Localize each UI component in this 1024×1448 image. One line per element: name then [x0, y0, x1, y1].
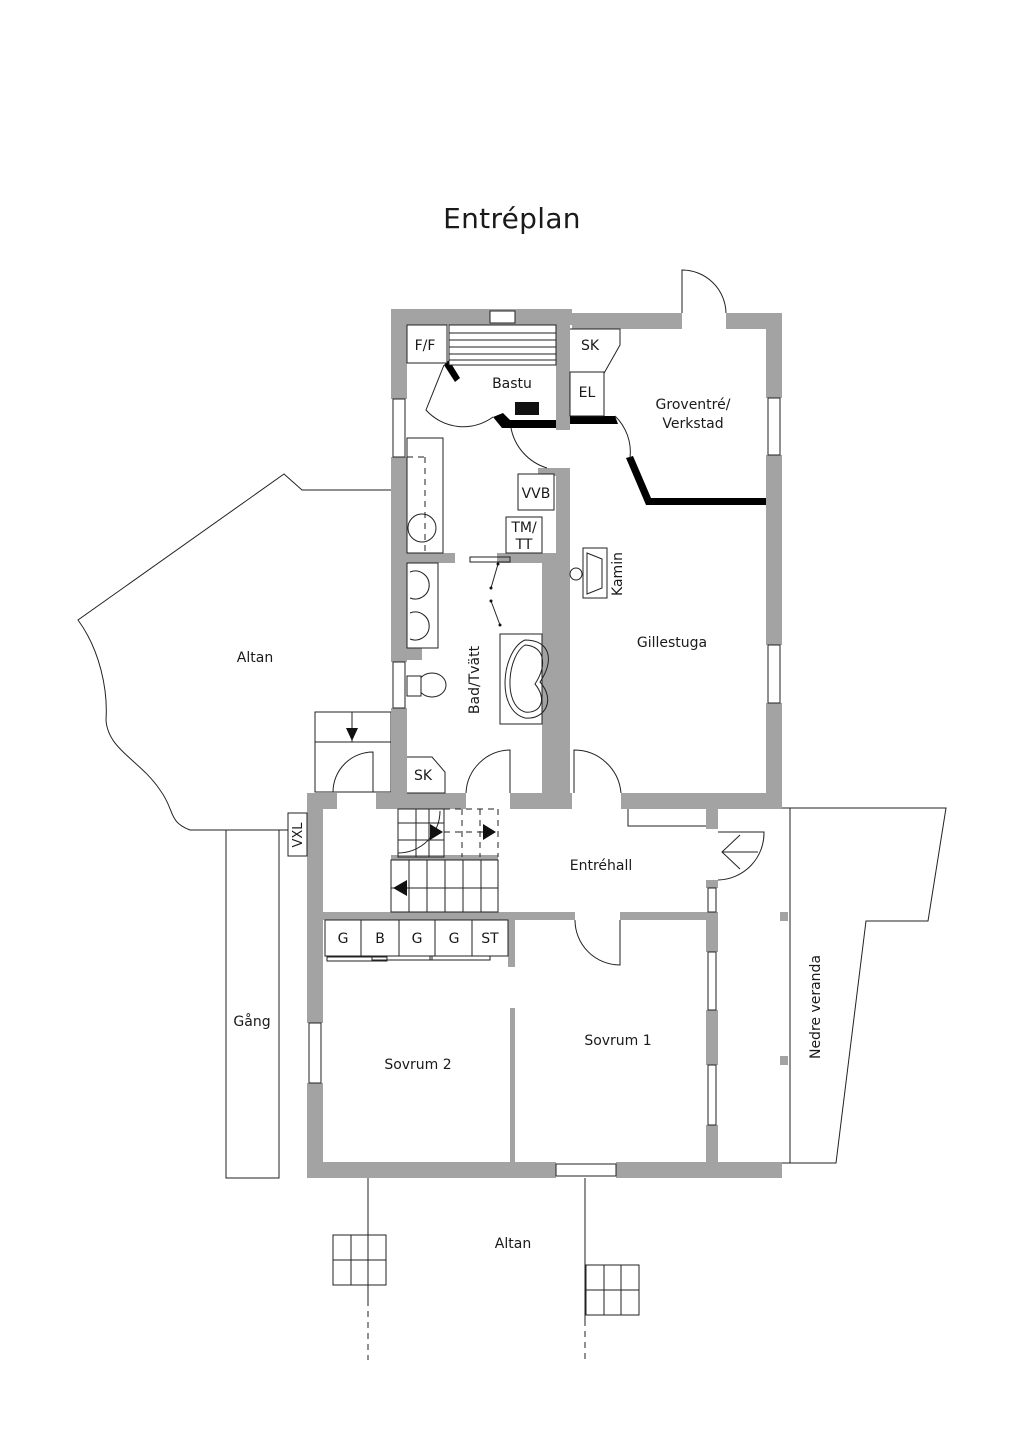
doors: [425, 269, 765, 966]
room-label-entrehall: Entréhall: [570, 858, 633, 874]
altan-step-left: [332, 1234, 387, 1286]
veranda-post: [780, 1056, 788, 1065]
closet-label-3: G: [412, 931, 423, 947]
walls: [307, 309, 782, 1178]
gang-walkway: [225, 829, 280, 1179]
altan-step-right: [585, 1264, 640, 1316]
label-altan-left: Altan: [237, 650, 273, 666]
label-kamin: Kamin: [610, 552, 626, 596]
closet-label-4: G: [449, 931, 460, 947]
room-label-tmtt-1: TM/: [510, 520, 537, 536]
label-altan-bottom: Altan: [495, 1236, 531, 1252]
closet-label-2: B: [375, 931, 385, 947]
outside-stairs: [314, 711, 392, 793]
room-label-gillestuga: Gillestuga: [637, 635, 707, 651]
room-label-groventre-1: Groventré/: [656, 397, 731, 413]
room-label-bastu: Bastu: [492, 376, 532, 392]
room-label-sovrum-2: Sovrum 2: [384, 1057, 451, 1073]
room-label-el: EL: [579, 385, 596, 401]
fixture-boxes: [406, 324, 621, 794]
room-label-sk-top: SK: [581, 338, 600, 354]
room-label-groventre-2: Verkstad: [662, 416, 723, 432]
sauna-benches: [448, 324, 557, 415]
plan-title: Entréplan: [443, 202, 581, 235]
stairs: [390, 808, 499, 913]
room-label-ff: F/F: [415, 338, 436, 354]
altan-left-outline: [77, 473, 392, 831]
windows: [308, 310, 781, 1177]
closet-row: [324, 919, 509, 962]
room-label-sk-bottom: SK: [414, 768, 433, 784]
room-label-bad-tvatt: Bad/Tvätt: [467, 645, 483, 714]
sauna-stove-icon: [515, 402, 539, 415]
label-vxl: VXL: [291, 822, 306, 848]
veranda-post: [780, 912, 788, 921]
closet-label-5: ST: [481, 931, 499, 947]
closet-label-1: G: [338, 931, 349, 947]
vxl-box: [287, 812, 308, 857]
room-label-tmtt-2: TT: [515, 537, 533, 553]
label-gang: Gång: [233, 1013, 270, 1030]
label-nedre-veranda: Nedre veranda: [808, 955, 824, 1059]
room-label-vvb: VVB: [522, 486, 551, 502]
room-label-sovrum-1: Sovrum 1: [584, 1033, 651, 1049]
